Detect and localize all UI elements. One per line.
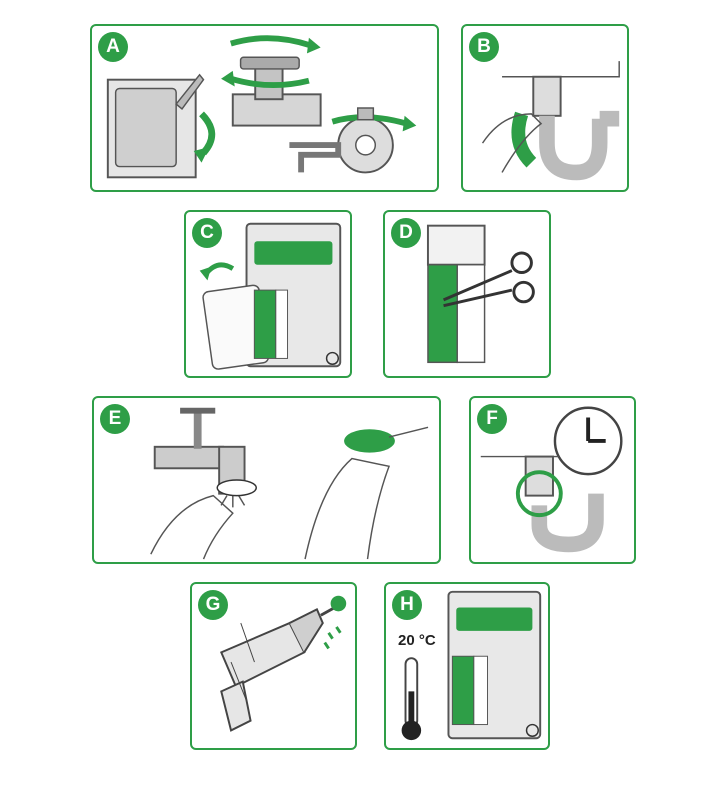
step-f-panel: F <box>469 396 636 564</box>
step-b-illustration <box>481 61 620 181</box>
step-f-badge: F <box>477 404 507 434</box>
step-h-panel: H 20 °C <box>384 582 550 750</box>
step-e-panel: E <box>92 396 441 564</box>
step-e-badge: E <box>100 404 130 434</box>
step-h-badge: H <box>392 590 422 620</box>
step-d-panel: D <box>383 210 551 378</box>
step-c-panel: C <box>184 210 352 378</box>
step-g-panel: G <box>190 582 357 750</box>
temperature-label: 20 °C <box>398 632 436 649</box>
step-b-panel: B <box>461 24 629 192</box>
step-a-panel: A <box>90 24 439 192</box>
step-d-illustration <box>426 224 535 364</box>
step-g-illustration <box>219 595 347 732</box>
step-f-illustration <box>480 406 623 553</box>
step-c-badge: C <box>192 218 222 248</box>
step-h-illustration <box>401 590 542 741</box>
step-b-badge: B <box>469 32 499 62</box>
step-e-illustration <box>150 407 429 560</box>
step-c-illustration <box>199 222 342 370</box>
step-a-illustration <box>106 35 417 179</box>
step-g-badge: G <box>198 590 228 620</box>
step-d-badge: D <box>391 218 421 248</box>
step-a-badge: A <box>98 32 128 62</box>
